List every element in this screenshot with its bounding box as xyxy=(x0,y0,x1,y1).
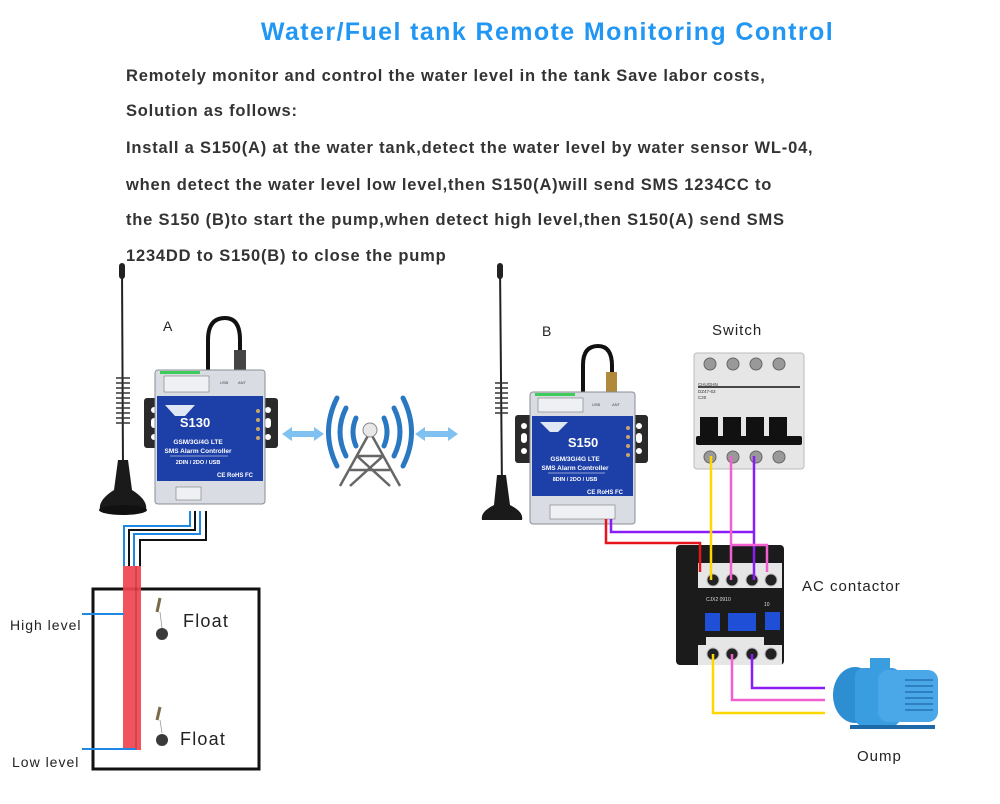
device-b-line3: 8DIN / 2DO / USB xyxy=(553,477,598,483)
device-a-certs: CE RoHS FC xyxy=(217,473,254,479)
water-pump-icon xyxy=(833,658,938,729)
device-a-model: S130 xyxy=(180,415,210,430)
svg-text:USB: USB xyxy=(592,402,601,407)
wire-red xyxy=(604,519,702,572)
high-level-label: High level xyxy=(10,617,82,633)
description-line-1: Remotely monitor and control the water l… xyxy=(126,67,766,85)
device-b-line2: SMS Alarm Controller xyxy=(542,465,609,472)
description-line-6: 1234DD to S150(B) to close the pump xyxy=(126,247,447,265)
circuit-breaker-switch: CHUGHN DZ47-63 C20 xyxy=(693,352,805,470)
description-line-3: Install a S150(A) at the water tank,dete… xyxy=(126,139,814,157)
contactor-model: CJX2 0910 xyxy=(706,597,731,603)
antenna-b xyxy=(481,263,523,520)
device-a-line1: GSM/3G/4G LTE xyxy=(173,439,223,446)
low-level-label: Low level xyxy=(12,754,80,770)
control-wires xyxy=(604,456,825,715)
float-bottom-icon xyxy=(155,706,168,746)
pump-label: Oump xyxy=(857,748,902,765)
cell-tower-icon xyxy=(326,395,414,487)
double-arrow-left-icon xyxy=(282,427,324,441)
device-b-certs: CE RoHS FC xyxy=(587,490,624,496)
level-sensor-rod xyxy=(123,566,141,750)
device-b-label: B xyxy=(542,323,553,339)
description-line-2: Solution as follows: xyxy=(126,102,298,120)
switch-model: DZ47-63 xyxy=(698,389,716,394)
svg-text:ANT: ANT xyxy=(612,402,621,407)
page-title: Water/Fuel tank Remote Monitoring Contro… xyxy=(260,18,835,46)
tank xyxy=(91,587,261,771)
switch-label: Switch xyxy=(712,322,763,339)
device-a: USB ANT S130 GSM/3G/4G LTE SMS Alarm Con… xyxy=(144,315,278,505)
double-arrow-right-icon xyxy=(415,427,458,441)
device-b-line1: GSM/3G/4G LTE xyxy=(550,456,600,463)
wire-purple-b xyxy=(609,519,754,534)
device-a-label: A xyxy=(163,318,174,334)
svg-text:USB: USB xyxy=(220,380,229,385)
device-b-model: S150 xyxy=(568,435,598,450)
wire-yellow-pump xyxy=(711,654,825,715)
float-top-label: Float xyxy=(183,611,230,631)
device-b: USB ANT S150 GSM/3G/4G LTE SMS Alarm Con… xyxy=(515,343,648,525)
description-line-5: the S150 (B)to start the pump,when detec… xyxy=(126,211,785,229)
svg-text:ANT: ANT xyxy=(238,380,247,385)
float-top-icon xyxy=(155,597,168,640)
wire-pink-coil xyxy=(731,543,769,572)
sensor-wires xyxy=(123,511,207,566)
wire-purple-pump xyxy=(750,654,825,690)
switch-brand: CHUGHN xyxy=(698,382,718,387)
ac-contactor-label: AC contactor xyxy=(802,578,901,595)
switch-rating: C20 xyxy=(698,395,707,400)
float-bottom-label: Float xyxy=(180,729,227,749)
description-line-4: when detect the water level low level,th… xyxy=(126,176,773,194)
contactor-contact: 10 xyxy=(764,602,770,608)
wire-pink-pump xyxy=(730,654,825,702)
device-a-line2: SMS Alarm Controller xyxy=(165,448,232,455)
antenna-a xyxy=(99,263,147,515)
device-a-line3: 2DIN / 2DO / USB xyxy=(176,460,221,466)
